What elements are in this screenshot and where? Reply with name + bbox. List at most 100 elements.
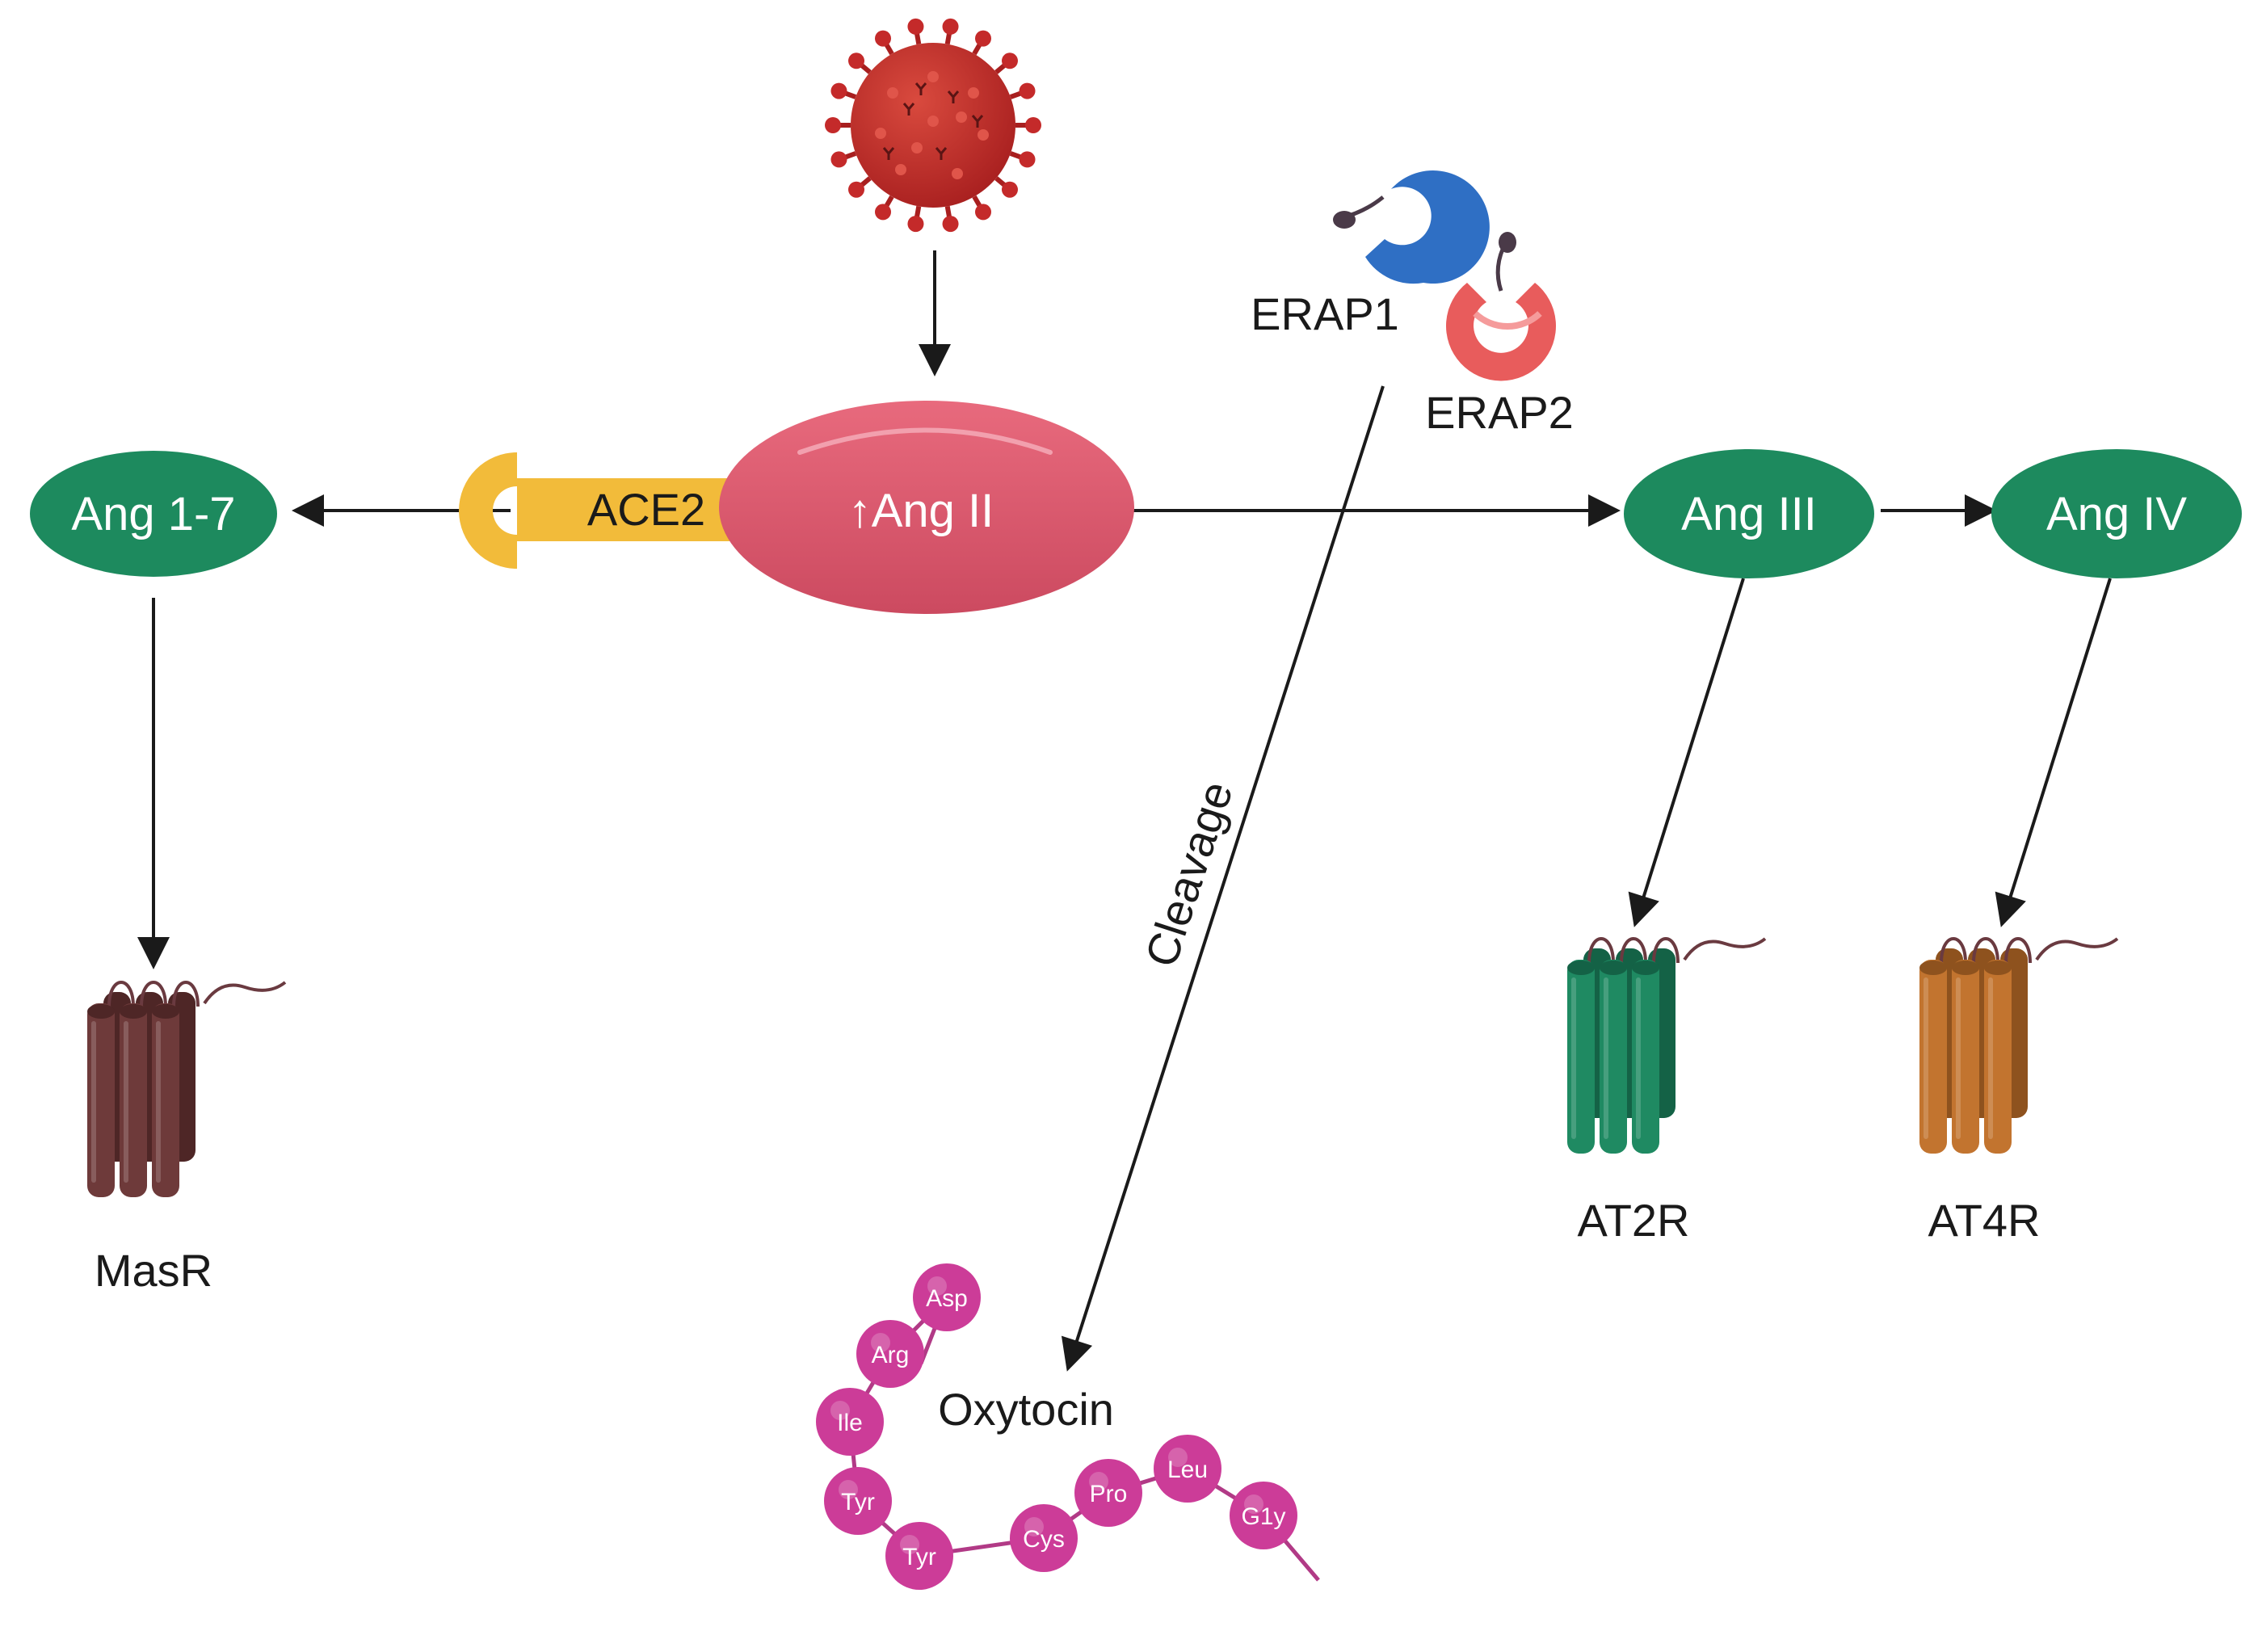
virus-surface-dot: [956, 111, 967, 123]
oxytocin-residue-label: Tyr: [902, 1544, 936, 1570]
receptor-helix-top: [152, 1004, 179, 1019]
oxytocin-bead-highlight: [1168, 1448, 1188, 1467]
ang-1-7-node: [30, 451, 277, 577]
oxytocin-bead-highlight: [1024, 1517, 1044, 1536]
oxytocin-bead-highlight: [927, 1276, 947, 1296]
oxytocin-residue-label: Pro: [1090, 1481, 1128, 1507]
virus-icon: [825, 18, 1041, 233]
receptor-helix-shine: [1956, 977, 1961, 1139]
virus-spike-tip: [830, 82, 847, 99]
ang-iv-node: [1991, 449, 2242, 578]
receptor-helix: [1632, 960, 1659, 1154]
ang-iv-label: Ang IV: [2046, 488, 2187, 540]
oxytocin-residue-bead: [1154, 1435, 1221, 1503]
receptor-helix: [1952, 960, 1979, 1154]
ace2-label: ACE2: [587, 484, 705, 535]
erap2-enzyme-icon: [1446, 232, 1556, 381]
receptor-helix-shine: [156, 1021, 161, 1183]
virus-surface-dot: [887, 87, 898, 99]
at2r-receptor-icon: [1567, 937, 1767, 1154]
receptor-helix: [1600, 960, 1627, 1154]
virus-spike-tip: [975, 30, 991, 47]
virus-spike-tip: [825, 117, 841, 133]
receptor-helix-shine: [1988, 977, 1993, 1139]
oxytocin-residue-bead: [1010, 1504, 1078, 1572]
oxytocin-residue-label: Tyr: [841, 1489, 875, 1515]
receptor-loop: [2004, 937, 2032, 964]
virus-surface-dot: [968, 87, 979, 99]
receptor-helix-top: [1919, 961, 1947, 975]
virus-spike-tip: [1001, 53, 1018, 69]
virus-surface-mark: [935, 147, 948, 160]
oxytocin-residue-label: Arg: [872, 1342, 910, 1368]
oxytocin-residue-bead: [816, 1388, 884, 1456]
receptor-tail: [203, 981, 287, 1005]
receptor-tail: [1683, 937, 1767, 961]
oxytocin-residue-bead: [856, 1320, 924, 1388]
virus-surface-dot: [895, 164, 906, 175]
receptor-helix-shine: [1571, 977, 1576, 1139]
virus-surface-dot: [875, 128, 886, 139]
receptor-loop: [172, 981, 200, 1007]
virus-surface-dot: [927, 71, 939, 82]
virus-surface-dot: [911, 142, 923, 153]
ang-1-7-label: Ang 1-7: [71, 488, 235, 540]
receptor-loop: [1940, 937, 1967, 964]
ace2-enzyme-icon: [458, 452, 751, 569]
oxytocin-bead-highlight: [871, 1333, 890, 1352]
receptor-loop: [1972, 937, 1999, 964]
receptor-helix-shine: [124, 1021, 128, 1183]
ang-ii-highlight: [797, 427, 1053, 455]
receptor-helix-shine: [91, 1021, 96, 1183]
receptor-helix-top: [1567, 961, 1595, 975]
masr-receptor-icon: [87, 981, 287, 1197]
virus-spike-tip: [875, 204, 891, 221]
virus-spike-tip: [942, 18, 959, 35]
receptor-helix: [120, 1003, 147, 1197]
oxytocin-bead-highlight: [1244, 1494, 1263, 1514]
receptor-helix-top: [1984, 961, 2012, 975]
receptor-helix-top: [1600, 961, 1627, 975]
oxytocin-label: Oxytocin: [938, 1384, 1114, 1435]
receptor-helix: [1567, 960, 1595, 1154]
receptor-loop: [1620, 937, 1647, 964]
oxytocin-residue-bead: [1074, 1459, 1142, 1527]
receptor-helix-top: [1632, 961, 1659, 975]
receptor-tail: [2035, 937, 2119, 961]
receptor-helix: [1919, 960, 1947, 1154]
oxytocin-residue-label: Cys: [1023, 1526, 1065, 1553]
oxytocin-bead-highlight: [839, 1480, 858, 1499]
arrow-ang-iii-to-at2r: [1628, 578, 1745, 927]
ang-ii-node: [719, 401, 1134, 614]
at2r-label: AT2R: [1578, 1195, 1690, 1246]
ang-iii-label: Ang III: [1681, 488, 1817, 540]
oxytocin-residue-bead: [1230, 1482, 1297, 1549]
virus-surface-mark: [902, 103, 915, 116]
receptor-helix-shine: [1636, 977, 1641, 1139]
virus-spike-tip: [1019, 82, 1036, 99]
at4r-label: AT4R: [1928, 1195, 2041, 1246]
erap1-enzyme-icon: [1333, 170, 1490, 284]
oxytocin-residue-label: G1y: [1241, 1503, 1285, 1530]
receptor-loop: [1652, 937, 1680, 964]
receptor-helix-top: [120, 1004, 147, 1019]
oxytocin-bead-highlight: [1089, 1472, 1108, 1491]
virus-surface-dot: [927, 116, 939, 127]
masr-label: MasR: [95, 1245, 212, 1296]
at4r-receptor-icon: [1919, 937, 2119, 1154]
receptor-loop: [140, 981, 167, 1007]
receptor-helix: [87, 1003, 115, 1197]
virus-surface-mark: [971, 115, 984, 128]
oxytocin-residue-label: Asp: [926, 1285, 968, 1312]
virus-surface-mark: [882, 147, 895, 160]
oxytocin-residue-bead: [824, 1467, 892, 1535]
virus-spike-tip: [1001, 181, 1018, 198]
virus-spike-tip: [1025, 117, 1041, 133]
receptor-helix-top: [1952, 961, 1979, 975]
ang-iii-node: [1624, 449, 1874, 578]
oxytocin-bead-highlight: [900, 1535, 919, 1554]
receptor-helix: [1984, 960, 2012, 1154]
oxytocin-bead-highlight: [830, 1401, 850, 1420]
